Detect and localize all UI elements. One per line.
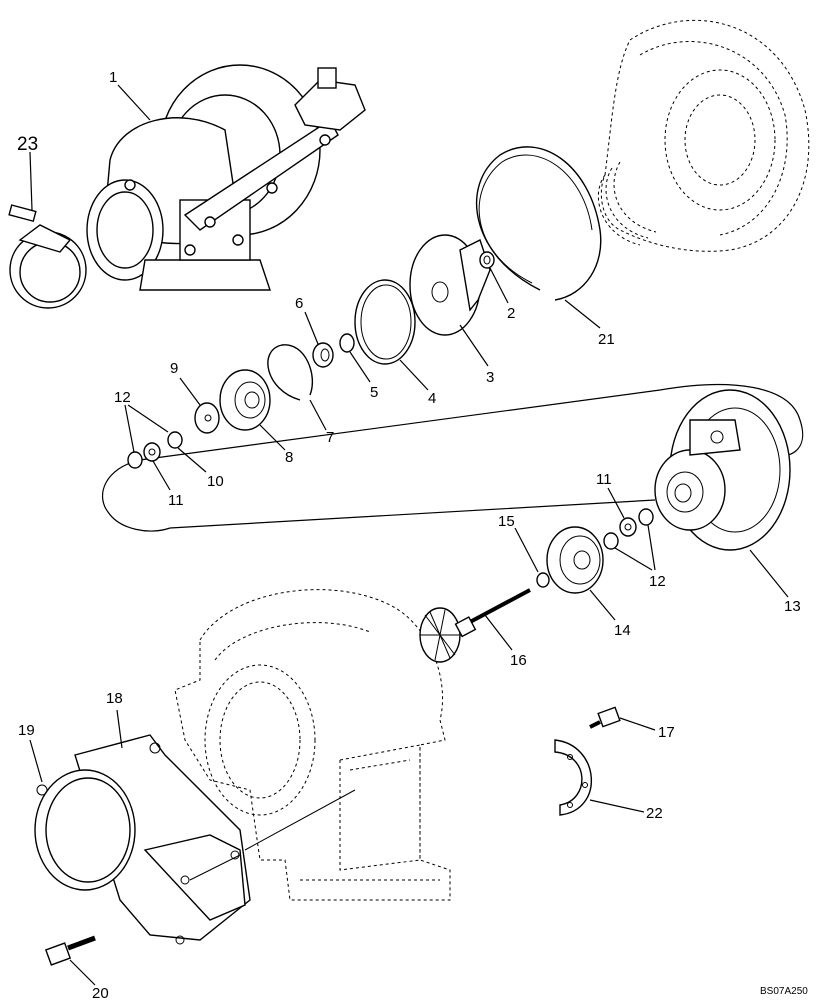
callout-12-left: 12 (114, 389, 131, 406)
leader-line-10 (177, 447, 207, 473)
group-outline-line-lower (169, 499, 656, 529)
callout-14: 14 (614, 622, 631, 639)
callout-16: 16 (510, 652, 527, 669)
callout-23: 23 (17, 134, 38, 155)
nut (479, 251, 495, 269)
turbocharger-assembly (86, 64, 366, 291)
callout-8: 8 (285, 449, 293, 466)
journal-bearing-left (143, 442, 161, 462)
callout-20: 20 (92, 985, 109, 1000)
callout-11-left: 11 (168, 492, 184, 509)
leader-line-22 (589, 799, 645, 813)
bolt-20 (44, 935, 96, 966)
leader-line-4 (399, 359, 429, 391)
compressor-wheel (409, 234, 491, 336)
leader-line-16 (484, 614, 513, 651)
thrust-sleeve (312, 342, 334, 368)
seal-ring (339, 333, 355, 353)
group-outline-line (101, 383, 804, 532)
leader-line-12a-1 (124, 404, 135, 453)
callout-10: 10 (207, 473, 224, 490)
retaining-ring-large (475, 146, 602, 301)
callout-11-right: 11 (596, 471, 612, 488)
callout-2: 2 (507, 305, 515, 322)
leader-line-7 (309, 399, 327, 431)
leader-line-15 (514, 527, 539, 573)
callout-22: 22 (646, 805, 663, 822)
lock-plate (554, 739, 593, 816)
heat-shield (546, 526, 604, 594)
callout-1: 1 (109, 69, 117, 86)
leader-line-11b (607, 487, 625, 519)
callout-4: 4 (428, 390, 436, 407)
callout-7: 7 (326, 429, 334, 446)
turbine-wheel-shaft (419, 588, 531, 663)
bearing-snap-ring-left (127, 451, 143, 469)
callout-9: 9 (170, 360, 178, 377)
callout-13: 13 (784, 598, 801, 615)
leader-line-20 (69, 959, 96, 986)
callout-6: 6 (295, 295, 303, 312)
leader-line-8 (259, 424, 286, 451)
drawing-code: BS07A250 (760, 986, 808, 997)
leader-line-12b-1 (614, 547, 653, 571)
phantom-compressor-cover (597, 20, 810, 252)
callout-3: 3 (486, 369, 494, 386)
bolt-17 (589, 706, 621, 729)
callout-17: 17 (658, 724, 675, 741)
leader-line-3 (459, 324, 489, 367)
journal-bearing-right (619, 517, 637, 537)
callout-21: 21 (598, 331, 615, 348)
v-band-clamp (8, 204, 87, 309)
leader-line-9 (179, 377, 201, 406)
callout-12-right: 12 (649, 573, 666, 590)
spacer (167, 431, 183, 449)
thrust-collar (194, 402, 220, 434)
callout-18: 18 (106, 690, 123, 707)
leader-line-12b-2 (647, 524, 656, 571)
leader-line-1 (117, 84, 151, 121)
leader-line-17 (619, 717, 656, 731)
thrust-bearing (219, 369, 271, 431)
callout-5: 5 (370, 384, 378, 401)
piston-ring (536, 572, 550, 588)
leader-line-11a (152, 460, 171, 491)
leader-line-12a-2 (127, 404, 169, 433)
turbine-outlet-elbow (34, 734, 356, 945)
leader-line-2 (489, 267, 509, 304)
center-housing (654, 389, 791, 551)
leader-line-21 (564, 299, 601, 329)
leader-line-13 (749, 549, 789, 598)
callout-19: 19 (18, 722, 35, 739)
leader-line-19 (29, 739, 43, 783)
leader-line-23 (29, 151, 33, 211)
leader-line-5 (349, 351, 371, 383)
bearing-snap-ring-right (603, 508, 654, 550)
o-ring (354, 279, 416, 365)
callout-15: 15 (498, 513, 515, 530)
leader-line-18 (116, 709, 123, 749)
snap-ring (267, 344, 314, 401)
leader-line-14 (589, 589, 616, 621)
leader-line-6 (304, 311, 319, 345)
